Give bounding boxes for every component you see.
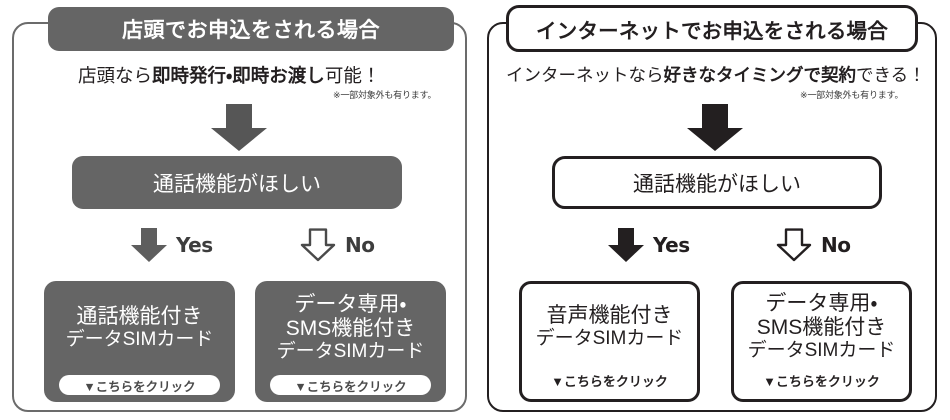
card-cta-button[interactable]: ▼こちらをクリック <box>59 375 220 395</box>
outlined-down-arrow-icon <box>776 228 812 262</box>
card-lines: データ専用・ SMS機能付き データSIMカード <box>734 284 909 370</box>
card-lines: 音声機能付き データSIMカード <box>522 284 697 370</box>
filled-down-arrow-icon <box>131 228 167 262</box>
card-line: データSIMカード <box>535 328 684 350</box>
big-down-arrow-icon <box>687 104 743 151</box>
big-down-arrow-icon <box>211 104 267 151</box>
card-line: 音声機能付き <box>546 304 673 328</box>
panel-in-store-header: 店頭でお申込をされる場合 <box>48 7 454 51</box>
tagline-before: 店頭なら <box>78 65 153 86</box>
card-line: 通話機能付き <box>76 305 203 329</box>
panel-in-store-decision: 通話機能がほしい <box>72 156 402 209</box>
card-lines: 通話機能付き データSIMカード <box>44 281 235 375</box>
tagline-before: インターネットなら <box>506 65 664 85</box>
branch-label-yes: Yes <box>176 233 213 257</box>
panel-in-store-tagline: 店頭なら即時発行・即時お渡し可能！ <box>78 62 380 88</box>
panel-in-store-note: ※一部対象外も有ります。 <box>333 90 437 100</box>
tagline-after: 可能！ <box>324 65 381 86</box>
filled-down-arrow-icon <box>608 228 644 262</box>
panel-internet-header: インターネットでお申込をされる場合 <box>506 5 918 52</box>
card-line: データSIMカード <box>65 329 214 351</box>
panel-internet-branch-yes: Yes <box>608 228 690 262</box>
card-cta-button[interactable]: ▼こちらをクリック <box>551 373 668 389</box>
card-line: データSIMカード <box>276 341 425 363</box>
result-card-voice-sim-internet[interactable]: 音声機能付き データSIMカード ▼こちらをクリック <box>519 281 700 402</box>
result-card-voice-sim-instore[interactable]: 通話機能付き データSIMカード ▼こちらをクリック <box>44 281 235 402</box>
tagline-after: できる！ <box>856 65 926 85</box>
card-cta-button[interactable]: ▼こちらをクリック <box>270 375 431 395</box>
result-card-data-sms-sim-instore[interactable]: データ専用・ SMS機能付き データSIMカード ▼こちらをクリック <box>255 281 446 402</box>
tagline-emphasis: 即時発行・即時お渡し <box>152 65 325 86</box>
panel-internet-note: ※一部対象外も有ります。 <box>800 90 904 100</box>
panel-internet-decision: 通話機能がほしい <box>552 156 882 209</box>
branch-label-no: No <box>821 233 851 257</box>
card-line: SMS機能付き <box>756 316 887 340</box>
panel-in-store-branch-no: No <box>300 228 375 262</box>
panel-in-store-branch-yes: Yes <box>131 228 213 262</box>
card-lines: データ専用・ SMS機能付き データSIMカード <box>255 281 446 375</box>
card-line: SMS機能付き <box>285 317 416 341</box>
tagline-emphasis: 好きなタイミングで契約 <box>663 65 857 85</box>
card-cta-button[interactable]: ▼こちらをクリック <box>763 373 880 389</box>
card-line: データ専用・ <box>765 292 878 316</box>
result-card-data-sms-sim-internet[interactable]: データ専用・ SMS機能付き データSIMカード ▼こちらをクリック <box>731 281 912 402</box>
panel-internet-branch-no: No <box>776 228 851 262</box>
branch-label-yes: Yes <box>653 233 690 257</box>
panel-internet-tagline: インターネットなら好きなタイミングで契約できる！ <box>506 62 926 87</box>
card-line: データ専用・ <box>294 293 407 317</box>
outlined-down-arrow-icon <box>300 228 336 262</box>
branch-label-no: No <box>345 233 375 257</box>
card-line: データSIMカード <box>747 340 896 362</box>
